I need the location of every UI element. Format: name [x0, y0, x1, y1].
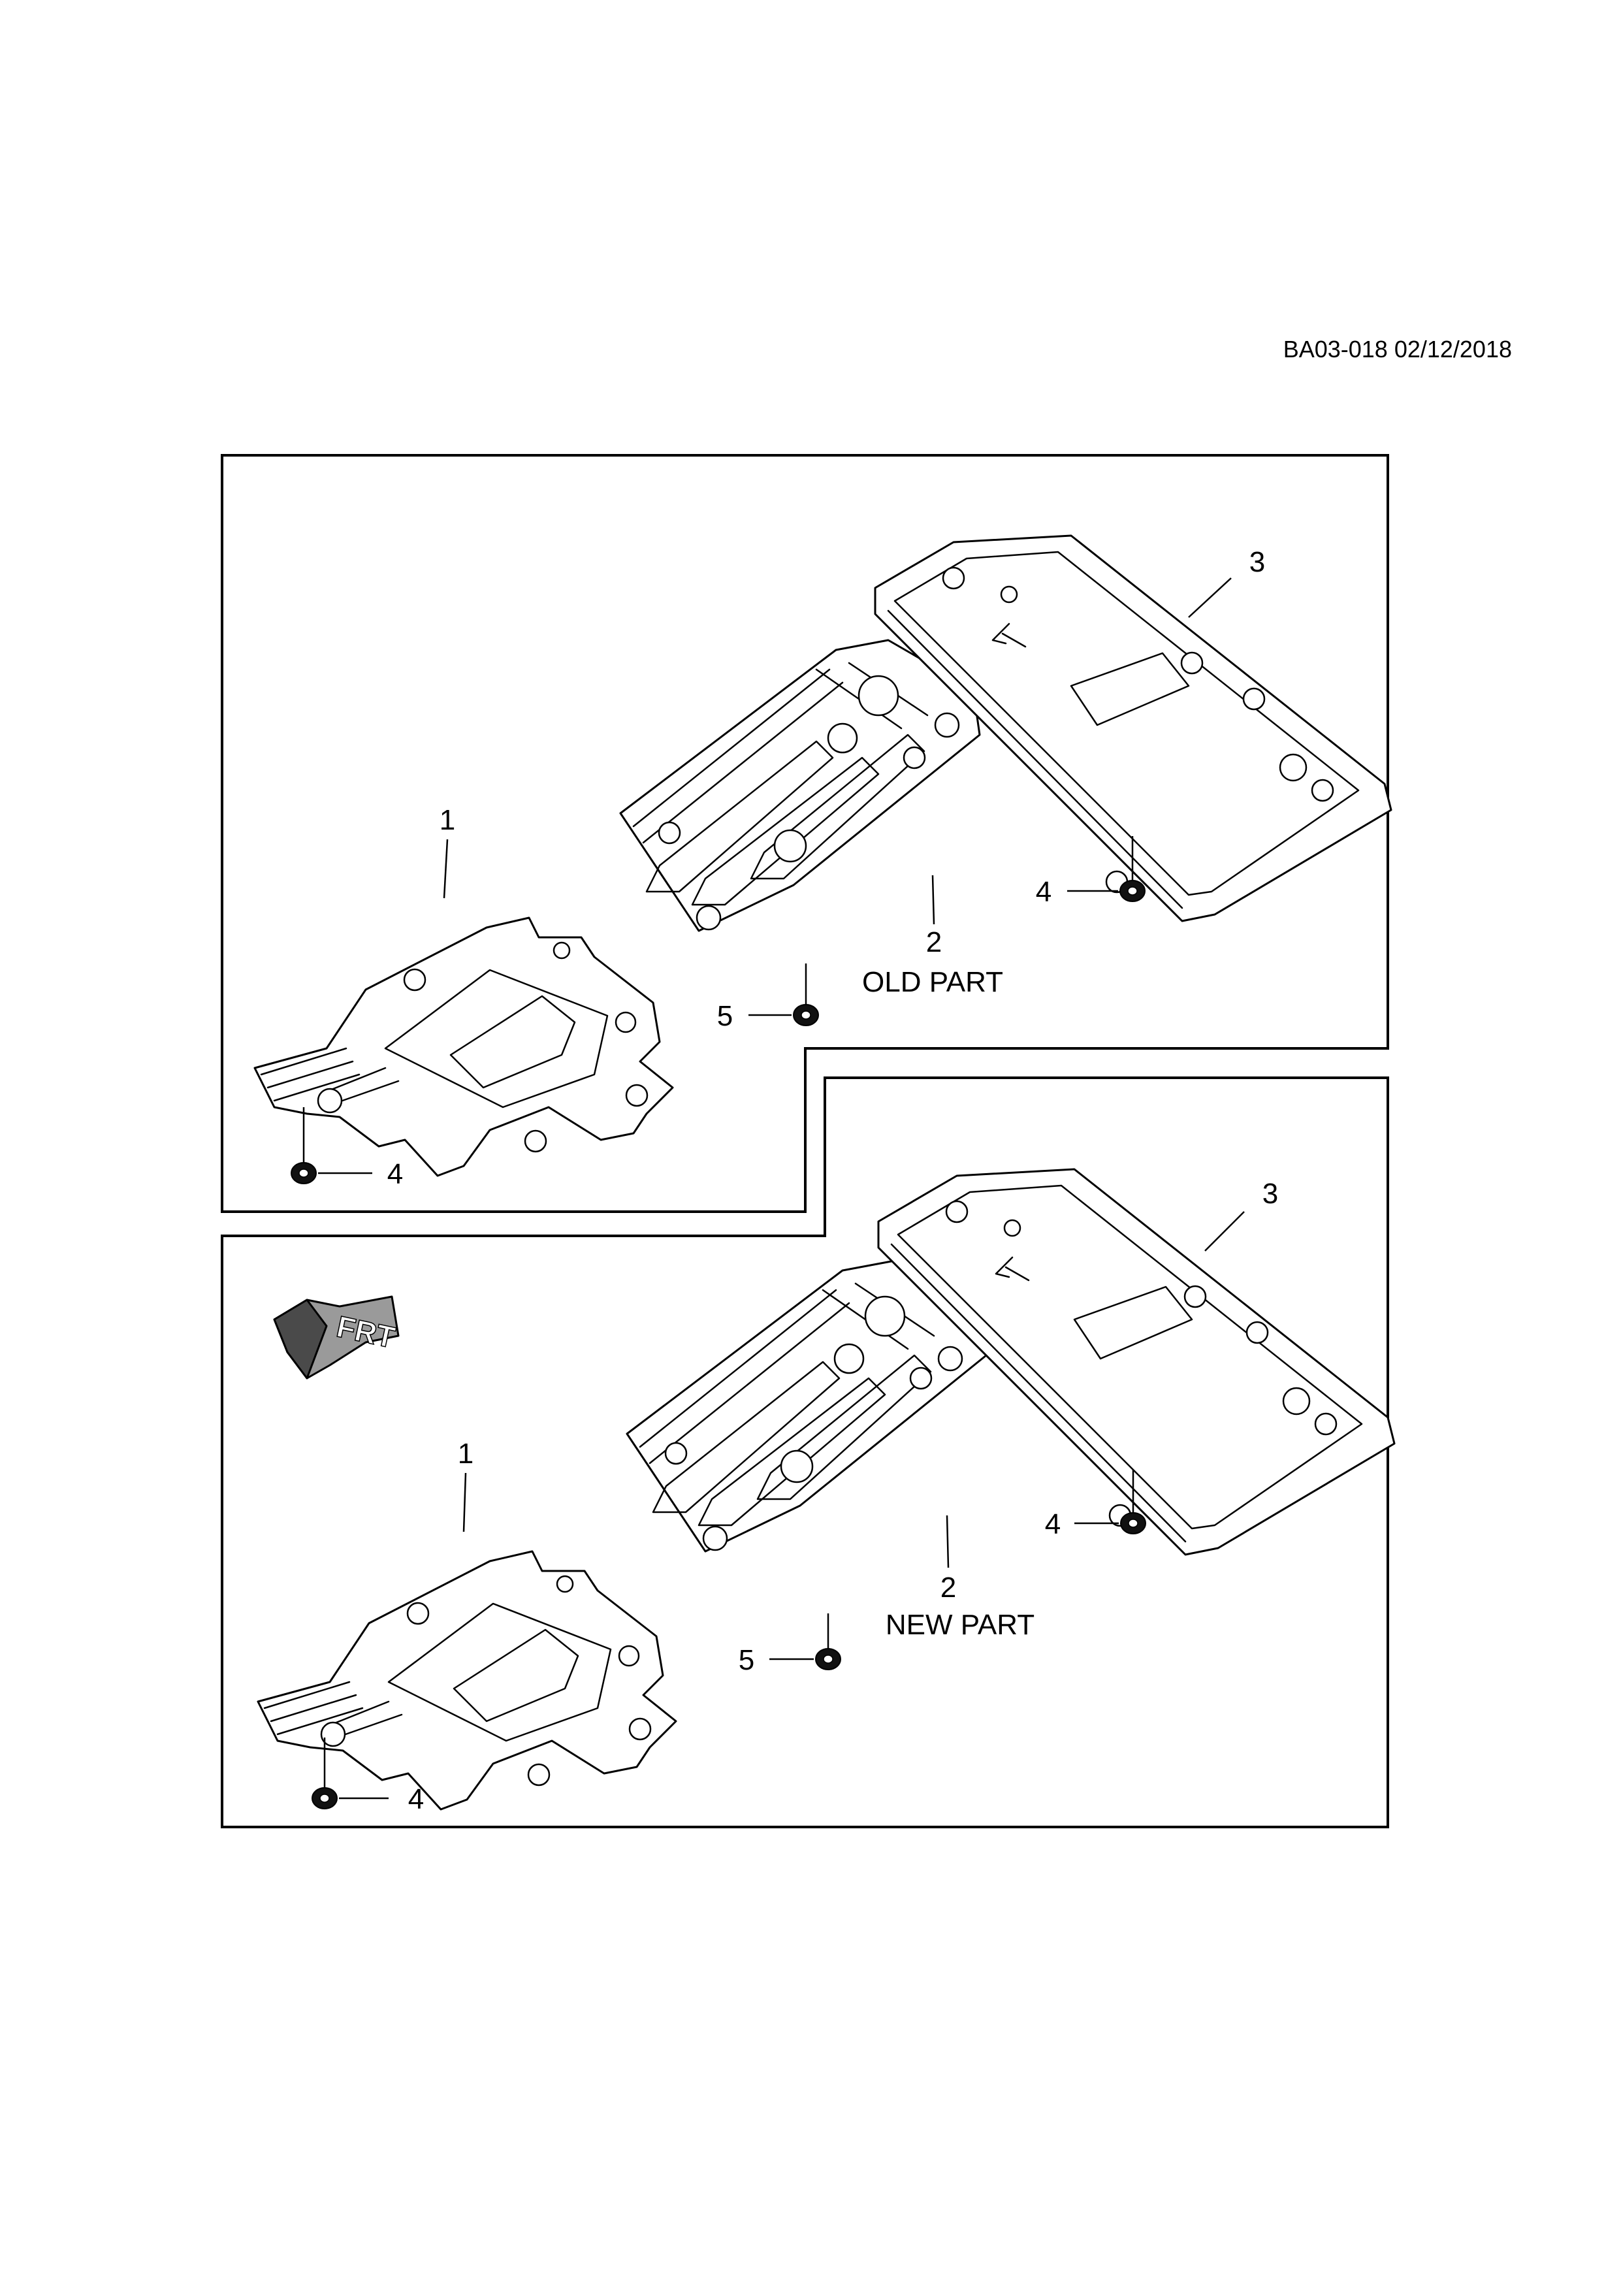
new-nut-4-left — [312, 1787, 338, 1809]
old-skid-plate-1-drawing — [253, 916, 674, 1177]
new-callout-4-right: 4 — [1045, 1508, 1061, 1540]
old-callout-2: 2 — [926, 926, 942, 958]
old-leader-4-left — [302, 1107, 372, 1174]
old-callout-1: 1 — [440, 804, 455, 836]
new-skid-plate-1-drawing — [257, 1550, 677, 1811]
new-leader-2 — [946, 1515, 950, 1568]
old-nut-5 — [793, 1004, 819, 1026]
old-callout-3: 3 — [1249, 546, 1265, 578]
new-callout-5: 5 — [739, 1644, 754, 1676]
old-part-frame — [221, 454, 1389, 1213]
new-leader-5 — [769, 1613, 829, 1660]
document-reference: BA03-018 02/12/2018 — [1283, 336, 1512, 363]
new-callout-4-left: 4 — [408, 1783, 424, 1815]
new-nut-4-right — [1120, 1512, 1146, 1534]
new-callout-1: 1 — [458, 1438, 473, 1470]
old-leader-2 — [931, 875, 935, 925]
front-direction-arrow-icon: FRT — [273, 1295, 400, 1380]
old-callout-4-left: 4 — [387, 1158, 403, 1190]
old-callout-5: 5 — [717, 1000, 733, 1032]
new-skid-plate-3-drawing — [877, 1168, 1396, 1556]
old-leader-1 — [443, 839, 449, 899]
new-part-frame — [221, 1076, 1389, 1828]
new-nut-5 — [815, 1648, 841, 1670]
old-nut-4-right — [1119, 880, 1146, 902]
new-leader-3 — [1204, 1211, 1245, 1252]
new-leader-4-left — [323, 1738, 389, 1800]
old-leader-5 — [748, 963, 807, 1016]
new-part-panel: 1 2 3 4 5 4 NEW PART FRT — [221, 1076, 1396, 1828]
old-nut-4-left — [291, 1162, 317, 1184]
new-leader-4-right — [1074, 1470, 1134, 1525]
old-skid-plate-2-drawing — [619, 639, 981, 932]
new-part-caption: NEW PART — [886, 1609, 1035, 1641]
old-leader-4-right — [1067, 836, 1134, 892]
new-callout-3: 3 — [1262, 1178, 1278, 1210]
old-callout-4-right: 4 — [1036, 876, 1051, 908]
new-leader-1 — [462, 1472, 467, 1532]
new-callout-2: 2 — [940, 1572, 956, 1604]
old-part-panel: 1 2 3 4 5 4 OLD PART — [221, 454, 1392, 1213]
old-leader-3 — [1188, 577, 1232, 618]
old-part-caption: OLD PART — [862, 966, 1003, 998]
new-skid-plate-2-drawing — [626, 1259, 987, 1553]
